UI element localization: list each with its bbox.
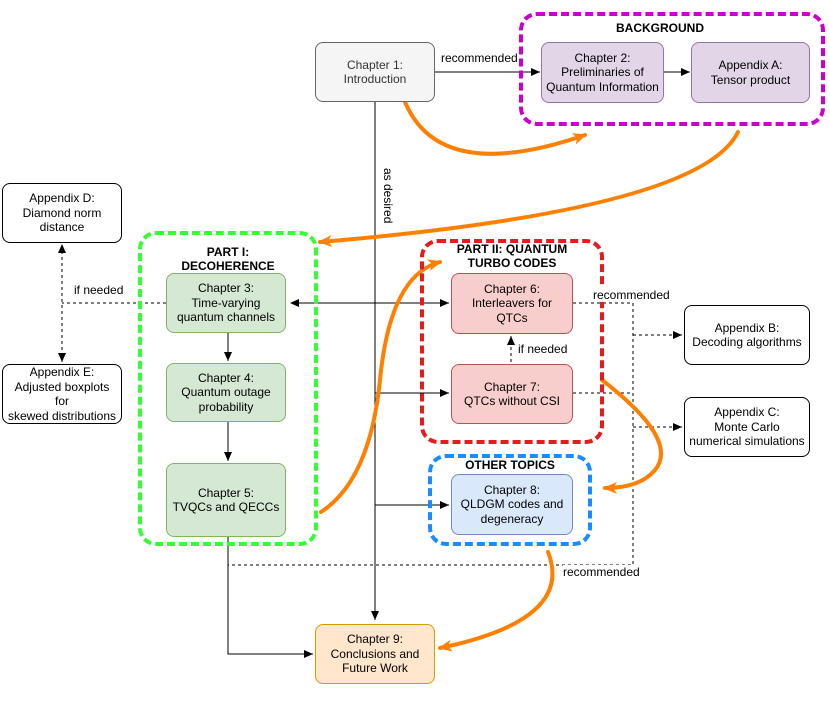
node-appendix-c[interactable]: Appendix C: Monte Carlo numerical simula… <box>684 397 810 457</box>
node-appendix-b-label: Appendix B: Decoding algorithms <box>692 320 802 350</box>
node-chapter-3-label: Chapter 3: Time-varying quantum channels <box>176 281 276 325</box>
group-other-title: OTHER TOPICS <box>465 458 555 472</box>
node-chapter-9[interactable]: Chapter 9: Conclusions and Future Work <box>315 624 435 684</box>
node-chapter-5[interactable]: Chapter 5: TVQCs and QECCs <box>166 463 286 537</box>
label-recommended-bottom: recommended <box>563 565 640 579</box>
group-background-title: BACKGROUND <box>616 21 704 35</box>
node-appendix-e[interactable]: Appendix E: Adjusted boxplots for skewed… <box>2 364 122 424</box>
node-chapter-7-label: Chapter 7: QTCs without CSI <box>463 379 561 409</box>
node-chapter-8[interactable]: Chapter 8: QLDGM codes and degeneracy <box>451 474 573 535</box>
node-appendix-c-label: Appendix C: Monte Carlo numerical simula… <box>689 405 805 449</box>
node-appendix-d[interactable]: Appendix D: Diamond norm distance <box>2 183 122 243</box>
node-appendix-a-label: Appendix A: Tensor product <box>710 58 791 87</box>
label-if-needed-left: if needed <box>74 283 124 297</box>
node-chapter-5-label: Chapter 5: TVQCs and QECCs <box>172 485 280 515</box>
node-appendix-e-label: Appendix E: Adjusted boxplots for skewed… <box>7 365 117 423</box>
node-chapter-9-label: Chapter 9: Conclusions and Future Work <box>330 632 420 676</box>
orange-ch1-background <box>403 100 587 156</box>
edge-ch5-ch9 <box>227 537 313 658</box>
group-other <box>428 454 592 546</box>
group-part2-title: PART II: QUANTUM TURBO CODES <box>456 242 568 270</box>
orange-ch5-part2 <box>319 259 442 514</box>
node-chapter-7[interactable]: Chapter 7: QTCs without CSI <box>451 364 573 424</box>
group-part1 <box>138 231 318 546</box>
group-part1-title: PART I: DECOHERENCE <box>181 245 275 273</box>
orange-ch7-ch8 <box>600 378 664 494</box>
node-chapter-2[interactable]: Chapter 2: Preliminaries of Quantum Info… <box>541 42 664 103</box>
orange-background-part1 <box>318 130 740 247</box>
node-chapter-4-label: Chapter 4: Quantum outage probability <box>181 370 271 414</box>
orange-arrows <box>318 100 740 652</box>
label-if-needed-mid: if needed <box>518 342 568 356</box>
node-appendix-d-label: Appendix D: Diamond norm distance <box>22 191 102 235</box>
node-chapter-1-label: Chapter 1: Introduction <box>343 57 407 87</box>
node-chapter-8-label: Chapter 8: QLDGM codes and degeneracy <box>460 482 564 526</box>
label-recommended-top: recommended <box>441 51 518 65</box>
node-appendix-a[interactable]: Appendix A: Tensor product <box>691 42 810 103</box>
label-as-desired: as desired <box>381 168 395 224</box>
orange-other-ch9 <box>438 550 555 652</box>
group-part2 <box>420 239 604 444</box>
node-appendix-b[interactable]: Appendix B: Decoding algorithms <box>684 305 810 365</box>
node-chapter-4[interactable]: Chapter 4: Quantum outage probability <box>166 363 286 422</box>
node-chapter-6-label: Chapter 6: Interleavers for QTCs <box>471 281 553 325</box>
node-chapter-2-label: Chapter 2: Preliminaries of Quantum Info… <box>546 50 659 94</box>
group-background <box>519 12 825 126</box>
node-chapter-1[interactable]: Chapter 1: Introduction <box>315 42 435 102</box>
node-chapter-3[interactable]: Chapter 3: Time-varying quantum channels <box>166 273 286 333</box>
node-chapter-6[interactable]: Chapter 6: Interleavers for QTCs <box>451 273 573 334</box>
label-recommended-right: recommended <box>593 288 670 302</box>
